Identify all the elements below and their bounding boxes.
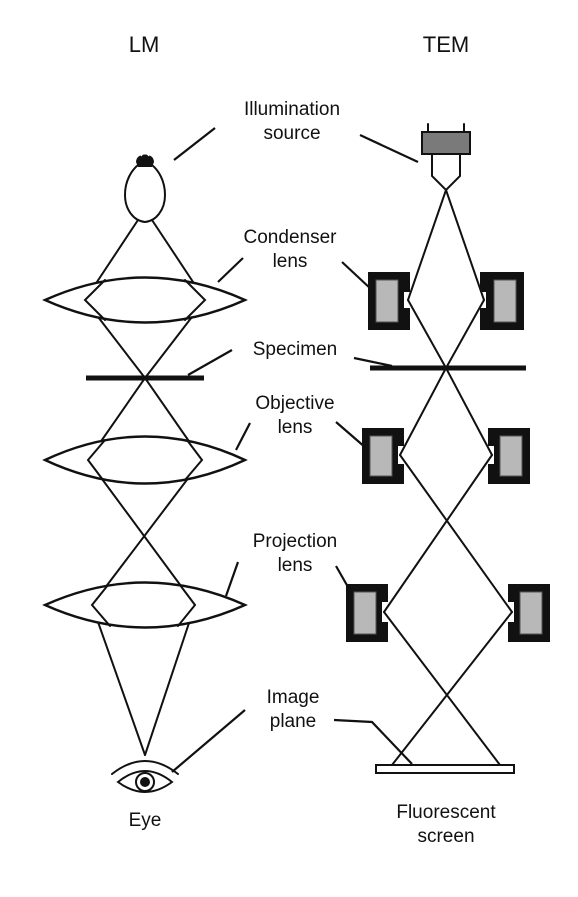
image-plane-leader-lm: [171, 709, 246, 773]
objective-leader-tem: [335, 421, 367, 449]
illumination-leader-tem: [359, 134, 419, 163]
center-labels: Illumination source Condenser lens Speci…: [171, 99, 419, 773]
projection-label-line2: lens: [278, 555, 313, 576]
lm-condenser-lens: [42, 276, 248, 324]
fluorescent-screen: [375, 764, 515, 774]
illumination-leader-lm: [173, 127, 216, 161]
condenser-label-line1: Condenser: [244, 227, 338, 248]
fluorescent-screen-label-line1: Fluorescent: [396, 802, 496, 823]
tem-column: Fluorescent screen: [346, 123, 550, 847]
specimen-label: Specimen: [253, 339, 338, 360]
tem-projection-lens: [346, 584, 550, 642]
electron-gun-icon: [421, 123, 471, 192]
tem-ray-paths: [383, 189, 513, 766]
lm-lens-ray-diamonds: [83, 279, 207, 627]
lm-projection-lens: [42, 581, 248, 629]
fluorescent-screen-label-line2: screen: [417, 826, 474, 847]
specimen-leader-tem: [353, 356, 393, 368]
objective-label-line1: Objective: [255, 393, 334, 414]
condenser-label-line2: lens: [273, 251, 308, 272]
condenser-leader-tem: [341, 261, 373, 291]
eye-label: Eye: [129, 810, 162, 831]
projection-label-line1: Projection: [253, 531, 338, 552]
image-plane-leader-tem: [333, 718, 413, 765]
lm-objective-lens: [42, 435, 248, 485]
light-bulb-icon: [123, 152, 167, 224]
tem-header: TEM: [423, 32, 469, 57]
projection-leader-tem: [335, 565, 353, 595]
projection-leader-lm: [224, 561, 240, 597]
lm-column: Eye: [42, 152, 248, 831]
lm-header: LM: [129, 32, 160, 57]
image-plane-label-line2: plane: [270, 711, 317, 732]
condenser-leader-lm: [217, 257, 244, 283]
tem-objective-lens: [362, 428, 530, 484]
objective-leader-lm: [235, 422, 251, 451]
illumination-label-line2: source: [263, 123, 320, 144]
specimen-leader-lm: [187, 349, 233, 376]
image-plane-label-line1: Image: [267, 687, 320, 708]
illumination-label-line1: Illumination: [244, 99, 340, 120]
objective-label-line2: lens: [278, 417, 313, 438]
eye-icon: [111, 760, 179, 793]
tem-condenser-lens: [368, 272, 524, 330]
